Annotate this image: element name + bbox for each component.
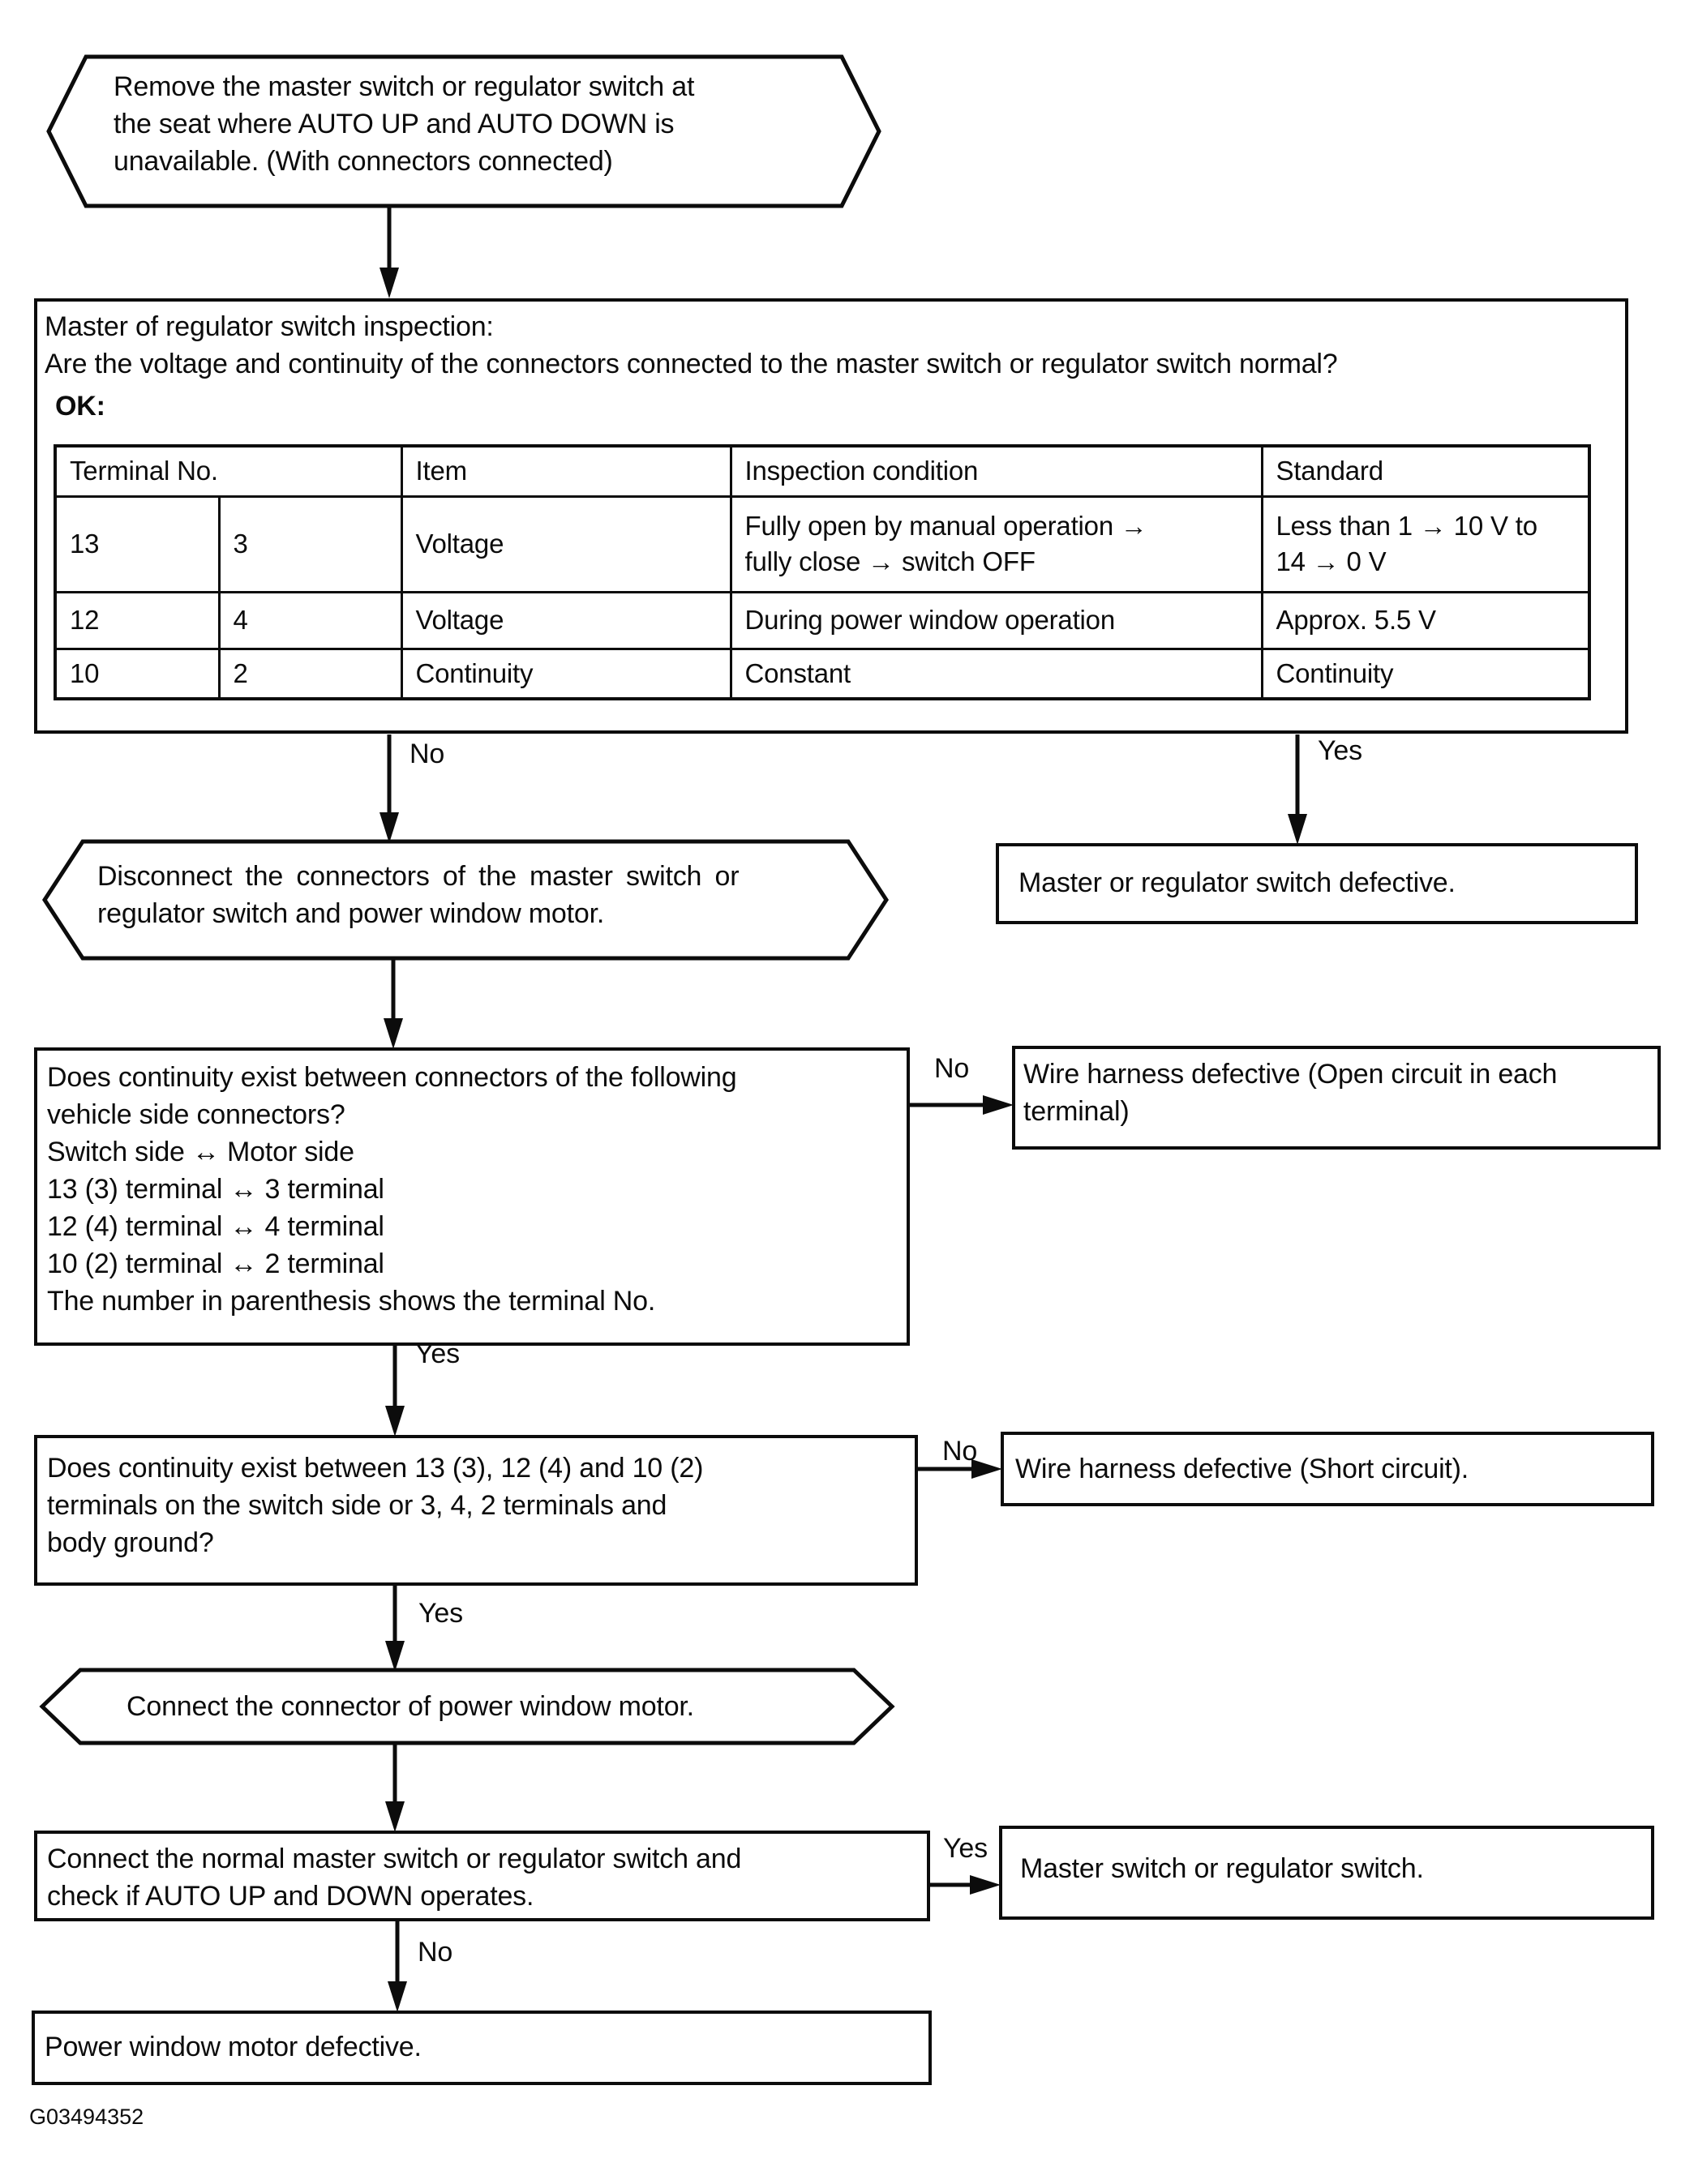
master-switch-box bbox=[999, 1826, 1654, 1920]
text-line: regulator switch and power window motor. bbox=[97, 898, 605, 929]
column-header: Terminal No. bbox=[54, 444, 403, 498]
disconnect-hexagon-text: Disconnect the connectors of the master … bbox=[97, 858, 740, 932]
terminal-cell: 10 bbox=[54, 647, 221, 700]
text-line: Does continuity exist between connectors… bbox=[47, 1062, 737, 1093]
item-cell: Continuity bbox=[400, 647, 732, 700]
text-line: Switch side ↔ Motor side bbox=[47, 1137, 354, 1167]
edge-label-no: No bbox=[934, 1053, 970, 1084]
text-line: Master of regulator switch inspection: bbox=[45, 311, 494, 342]
standard-cell: Approx. 5.5 V bbox=[1260, 590, 1591, 650]
text-line: unavailable. (With connectors connected) bbox=[114, 146, 613, 177]
condition-cell: Constant bbox=[729, 647, 1263, 700]
motor-defective-box bbox=[32, 2011, 932, 2085]
connect-normal-box bbox=[34, 1831, 930, 1921]
edge-label-no: No bbox=[942, 1436, 978, 1467]
table-row: 12 4 Voltage During power window operati… bbox=[54, 590, 1591, 650]
item-cell: Voltage bbox=[400, 495, 732, 593]
continuity-q2-box bbox=[34, 1435, 918, 1586]
inspection-title: Master of regulator switch inspection: A… bbox=[45, 308, 1338, 383]
figure-id: G03494352 bbox=[29, 2105, 144, 2129]
edge-label-yes: Yes bbox=[415, 1338, 460, 1369]
open-circuit-text: Wire harness defective (Open circuit in … bbox=[1023, 1056, 1557, 1130]
motor-defective-text: Power window motor defective. bbox=[45, 2032, 422, 2062]
connect-normal-text: Connect the normal master switch or regu… bbox=[47, 1840, 741, 1915]
arrow-lines bbox=[387, 206, 1300, 1983]
terminal-cell: 13 bbox=[54, 495, 221, 593]
connect-motor-hexagon-shape bbox=[39, 1668, 895, 1745]
ok-label: OK: bbox=[55, 391, 105, 422]
open-circuit-box bbox=[1012, 1046, 1661, 1150]
text-line: Does continuity exist between 13 (3), 12… bbox=[47, 1453, 704, 1484]
terminal-cell: 2 bbox=[217, 647, 403, 700]
edge-label-no: No bbox=[418, 1937, 453, 1968]
short-circuit-text: Wire harness defective (Short circuit). bbox=[1015, 1454, 1469, 1484]
text-line: Are the voltage and continuity of the co… bbox=[45, 349, 1338, 379]
condition-cell: During power window operation bbox=[729, 590, 1263, 650]
arrow-heads bbox=[380, 268, 1307, 2012]
edge-label-no: No bbox=[410, 739, 445, 769]
edge-label-yes: Yes bbox=[418, 1598, 463, 1629]
text-line: body ground? bbox=[47, 1527, 214, 1558]
text-line: vehicle side connectors? bbox=[47, 1099, 345, 1130]
condition-cell: Fully open by manual operation →fully cl… bbox=[729, 495, 1263, 593]
item-cell: Voltage bbox=[400, 590, 732, 650]
terminal-cell: 3 bbox=[217, 495, 403, 593]
text-line: 10 (2) terminal ↔ 2 terminal bbox=[47, 1248, 384, 1279]
table-row: 10 2 Continuity Constant Continuity bbox=[54, 647, 1591, 700]
switch-defective-box bbox=[996, 843, 1638, 924]
text-line: The number in parenthesis shows the term… bbox=[47, 1286, 656, 1317]
disconnect-hexagon-shape bbox=[42, 839, 889, 961]
start-hexagon-text: Remove the master switch or regulator sw… bbox=[114, 68, 694, 180]
continuity-q2-text: Does continuity exist between 13 (3), 12… bbox=[47, 1450, 703, 1561]
continuity-q1-text: Does continuity exist between connectors… bbox=[47, 1059, 737, 1320]
column-header: Standard bbox=[1260, 444, 1591, 498]
text-line: the seat where AUTO UP and AUTO DOWN is bbox=[114, 109, 675, 139]
connect-motor-hexagon-text: Connect the connector of power window mo… bbox=[127, 1691, 694, 1722]
text-line: Connect the normal master switch or regu… bbox=[47, 1844, 742, 1874]
start-hexagon-shape bbox=[46, 54, 881, 208]
table-row: 13 3 Voltage Fully open by manual operat… bbox=[54, 495, 1591, 593]
text-line: terminal) bbox=[1023, 1096, 1130, 1127]
edge-label-yes: Yes bbox=[943, 1833, 988, 1864]
column-header: Item bbox=[400, 444, 732, 498]
master-switch-text: Master switch or regulator switch. bbox=[1020, 1853, 1424, 1884]
column-header: Inspection condition bbox=[729, 444, 1263, 498]
text-line: 12 (4) terminal ↔ 4 terminal bbox=[47, 1211, 384, 1242]
text-line: Wire harness defective (Open circuit in … bbox=[1023, 1059, 1558, 1090]
text-line: check if AUTO UP and DOWN operates. bbox=[47, 1881, 534, 1912]
short-circuit-box bbox=[1001, 1432, 1654, 1506]
edge-label-yes: Yes bbox=[1318, 735, 1362, 766]
continuity-q1-box bbox=[34, 1047, 910, 1346]
table-header-row: Terminal No. Item Inspection condition S… bbox=[54, 444, 1591, 498]
switch-defective-text: Master or regulator switch defective. bbox=[1018, 867, 1456, 898]
terminal-cell: 4 bbox=[217, 590, 403, 650]
standard-cell: Continuity bbox=[1260, 647, 1591, 700]
text-line: 13 (3) terminal ↔ 3 terminal bbox=[47, 1174, 384, 1205]
text-line: Remove the master switch or regulator sw… bbox=[114, 71, 695, 102]
text-line: terminals on the switch side or 3, 4, 2 … bbox=[47, 1490, 667, 1521]
terminal-cell: 12 bbox=[54, 590, 221, 650]
text-line: Disconnect the connectors of the master … bbox=[97, 861, 740, 892]
inspection-table: Terminal No. Item Inspection condition S… bbox=[54, 444, 1592, 700]
